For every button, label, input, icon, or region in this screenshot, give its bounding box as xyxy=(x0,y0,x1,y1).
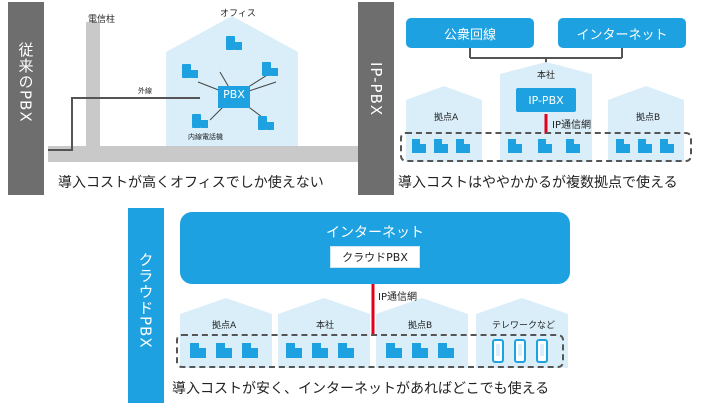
panel2-network-label: IP通信網 xyxy=(552,120,591,131)
office-building xyxy=(166,16,298,146)
pbx-box xyxy=(218,86,250,108)
hq-building xyxy=(500,62,592,162)
panel1-line-label: 外線 xyxy=(138,87,152,95)
panel3-device-group xyxy=(176,334,564,368)
smartphone-icon xyxy=(536,339,548,363)
panel1-extension-label: 内線電話機 xyxy=(188,133,223,141)
extension-phones xyxy=(182,36,278,130)
panel3-branch-b-label: 拠点B xyxy=(408,321,433,331)
panel1-side-label: 従来のPBX xyxy=(16,42,35,123)
internet-box: インターネット xyxy=(558,18,686,48)
smartphone-icon xyxy=(514,339,526,363)
panel2-side-bar: IP-PBX xyxy=(358,2,394,195)
panel3-hq-label: 本社 xyxy=(316,321,335,331)
panel1-pbx-label: PBX xyxy=(223,88,245,101)
internet-label: インターネット xyxy=(326,225,424,241)
panel1-pole-label: 電信柱 xyxy=(88,15,116,25)
public-line-box: 公衆回線 xyxy=(406,18,534,48)
panel3-side-label: クラウドPBX xyxy=(136,252,155,349)
panel1-side-bar: 従来のPBX xyxy=(8,2,44,195)
panel3-caption: 導入コストが安く、インターネットがあればどこでも使える xyxy=(172,381,550,397)
panel2-side-label: IP-PBX xyxy=(367,62,385,117)
panel2-hq-label: 本社 xyxy=(537,71,556,81)
panel3-phones xyxy=(190,343,454,358)
panel1-illustration xyxy=(48,16,358,162)
panel1-caption: 導入コストが高くオフィスでしか使えない xyxy=(58,175,324,191)
smartphone-icon xyxy=(492,339,504,363)
panel2-phone-group xyxy=(400,132,692,162)
panel2-branch-a-label: 拠点A xyxy=(434,113,459,123)
panel2-caption: 導入コストはややかかるが複数拠点で使える xyxy=(398,175,678,191)
ground xyxy=(48,146,358,162)
panel3-telework-label: テレワークなど xyxy=(492,321,556,331)
panel1-office-label: オフィス xyxy=(220,9,256,19)
panel3-branch-a-label: 拠点A xyxy=(212,321,237,331)
telephone-pole xyxy=(86,22,100,148)
cloud-pbx-box: クラウドPBX xyxy=(330,246,420,268)
panel3-side-bar: クラウドPBX xyxy=(128,208,164,403)
panel2-phones xyxy=(412,139,674,153)
panel2-branch-b-label: 拠点B xyxy=(636,113,661,123)
panel3-network-label: IP通信網 xyxy=(378,292,417,303)
outside-line xyxy=(48,97,200,151)
ip-pbx-box: IP-PBX xyxy=(516,88,576,112)
